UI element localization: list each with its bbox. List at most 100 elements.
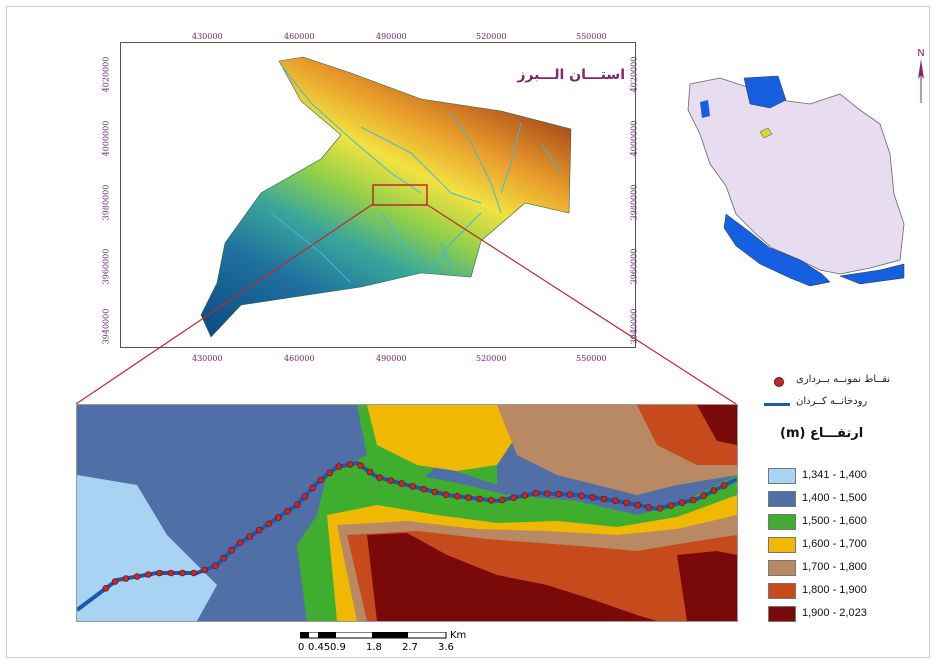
sample-point [111, 578, 119, 585]
sample-point [190, 569, 198, 577]
sample-point [301, 493, 309, 500]
river-legend: رودخانــه کــردان [760, 396, 930, 412]
sample-point [346, 461, 354, 468]
sample-point [309, 484, 316, 492]
sample-point [201, 566, 208, 574]
sample-point [689, 496, 697, 504]
north-arrow-icon [918, 59, 924, 103]
sample-point [656, 505, 664, 512]
sample-point [431, 488, 439, 496]
sample-point [293, 501, 301, 509]
sample-point [237, 539, 244, 547]
iran-inset-map [660, 64, 910, 294]
sample-point [566, 491, 574, 498]
lake-urmia [700, 100, 710, 118]
sample-point [645, 504, 653, 511]
sample-point [317, 476, 324, 484]
sample-point [476, 495, 484, 503]
legend-swatch [768, 514, 796, 530]
legend-swatch [768, 468, 796, 484]
legend-swatch [768, 537, 796, 553]
legend-class: 1,500 - 1,600 [768, 514, 928, 530]
zoom-line-left [75, 203, 374, 405]
river-line-icon [764, 403, 790, 406]
legend-class: 1,900 - 2,023 [768, 606, 928, 622]
sample-point [720, 482, 728, 489]
north-label: N [917, 48, 925, 59]
sample-point-icon [774, 377, 784, 387]
sample-point [122, 575, 130, 582]
legend-class: 1,800 - 1,900 [768, 583, 928, 599]
iran-shape [687, 77, 905, 275]
sample-point [133, 573, 141, 580]
elevation-title: ارتفـــاع (m) [780, 426, 864, 441]
legend-swatch [768, 560, 796, 576]
river-label: رودخانــه کــردان [796, 396, 868, 407]
zoom-line-right [425, 203, 737, 405]
legend-class: 1,700 - 1,800 [768, 560, 928, 576]
legend-class-label: 1,600 - 1,700 [802, 538, 867, 550]
alborz-province-shape [200, 56, 572, 338]
sample-point [499, 496, 506, 504]
legend-class-label: 1,900 - 2,023 [802, 607, 867, 619]
north-arrow: N [914, 48, 928, 108]
persian-gulf [723, 213, 831, 287]
sample-point [442, 491, 450, 498]
legend-class-label: 1,341 - 1,400 [802, 469, 867, 481]
sample-point [453, 492, 461, 500]
sample-point [167, 569, 175, 577]
sample-point [284, 507, 291, 515]
sample-point [420, 485, 428, 493]
sample-point [256, 526, 263, 534]
legend-class-label: 1,400 - 1,500 [802, 492, 867, 504]
sample-point [220, 555, 227, 562]
sample-point [521, 492, 529, 499]
sample-point [700, 492, 708, 499]
sample-points-label: نقــاط نمونــه بــرداری [796, 374, 891, 385]
sample-points-legend: نقــاط نمونــه بــرداری [760, 374, 930, 390]
sample-point [387, 477, 395, 484]
x-tick-label: 520000 [476, 32, 507, 41]
sample-point [357, 462, 364, 469]
sample-point [634, 501, 642, 509]
legend-class-label: 1,700 - 1,800 [802, 561, 867, 573]
zoom-box [372, 184, 428, 206]
sample-point [487, 497, 495, 504]
x-tick-label: 430000 [192, 354, 223, 363]
sample-point [678, 499, 686, 506]
sample-point [274, 514, 282, 521]
sample-point [555, 490, 563, 498]
sample-point [465, 494, 472, 501]
sample-point [156, 569, 163, 577]
sample-point [578, 492, 585, 499]
sample-point [145, 571, 152, 578]
elevation-raster [77, 405, 737, 621]
caspian-sea [743, 75, 787, 109]
sample-point [543, 490, 551, 497]
legend: نقــاط نمونــه بــرداری رودخانــه کــردا… [760, 374, 930, 644]
sample-point [246, 533, 254, 540]
legend-class: 1,400 - 1,500 [768, 491, 928, 507]
sample-point [265, 520, 273, 528]
x-tick-label: 520000 [476, 354, 507, 363]
x-tick-label: 550000 [576, 354, 607, 363]
sample-point [179, 569, 186, 577]
sample-point [409, 483, 417, 490]
scale-tick: 2.7 [402, 642, 418, 653]
sample-point [710, 487, 718, 494]
scale-unit: Km [450, 630, 467, 641]
alborz-location [759, 127, 773, 139]
scale-bar-graphic [300, 632, 447, 639]
sample-points [102, 461, 728, 592]
top-map: استـــان الـــبرز [120, 42, 636, 348]
elevation-map [76, 404, 738, 622]
iran-map [687, 75, 905, 287]
scale-tick: 1.8 [366, 642, 382, 653]
x-tick-label: 430000 [192, 32, 223, 41]
rivers [270, 64, 562, 284]
sample-point [211, 562, 219, 569]
scale-tick: 0.9 [330, 642, 346, 653]
sample-point [335, 463, 343, 470]
legend-class-label: 1,800 - 1,900 [802, 584, 867, 596]
sample-point [611, 497, 619, 504]
